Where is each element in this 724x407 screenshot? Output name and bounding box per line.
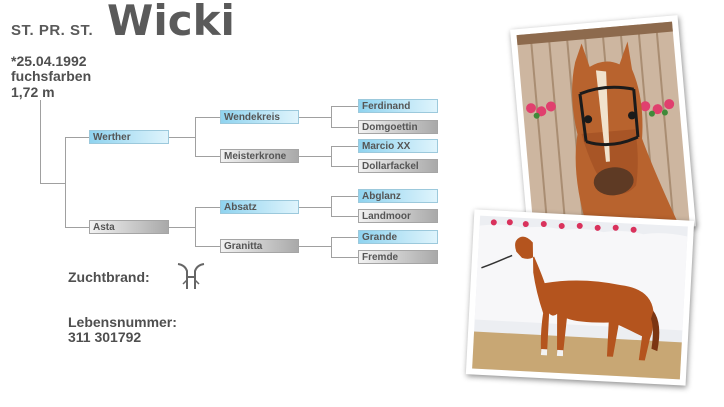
pedigree-g3-entry[interactable]: Dollarfackel <box>358 159 438 173</box>
pedigree-g3-entry[interactable]: Domgoettin <box>358 120 438 134</box>
pedigree-g3-entry[interactable]: Ferdinand <box>358 99 438 113</box>
brand-symbol-icon <box>177 263 205 289</box>
lebensnummer-label: Lebensnummer: <box>68 314 177 330</box>
pedigree-sire-dam[interactable]: Meisterkrone <box>220 149 299 163</box>
pedigree-g3-entry[interactable]: Grande <box>358 230 438 244</box>
pedigree-sire-sire[interactable]: Wendekreis <box>220 110 299 124</box>
pedigree-g3-entry[interactable]: Marcio XX <box>358 139 438 153</box>
pedigree-g3-entry[interactable]: Landmoor <box>358 209 438 223</box>
title-prefix: ST. PR. ST. <box>11 22 94 39</box>
pedigree-dam-sire[interactable]: Absatz <box>220 200 299 214</box>
brand-label: Zuchtbrand: <box>68 269 150 285</box>
lebensnummer-value: 311 301792 <box>68 329 142 345</box>
horse-body-image <box>472 215 688 380</box>
horse-head-image <box>516 21 690 235</box>
coat-color: fuchsfarben <box>11 68 92 84</box>
pedigree-g3-entry[interactable]: Fremde <box>358 250 438 264</box>
horse-body-photo <box>465 209 695 386</box>
horse-head-photo <box>510 15 696 241</box>
horse-height: 1,72 m <box>11 84 55 100</box>
pedigree-g3-entry[interactable]: Abglanz <box>358 189 438 203</box>
pedigree-dam[interactable]: Asta <box>89 220 169 234</box>
pedigree-sire[interactable]: Werther <box>89 130 169 144</box>
horse-name: Wicki <box>107 0 235 45</box>
birth-date: *25.04.1992 <box>11 53 87 69</box>
pedigree-dam-dam[interactable]: Granitta <box>220 239 299 253</box>
